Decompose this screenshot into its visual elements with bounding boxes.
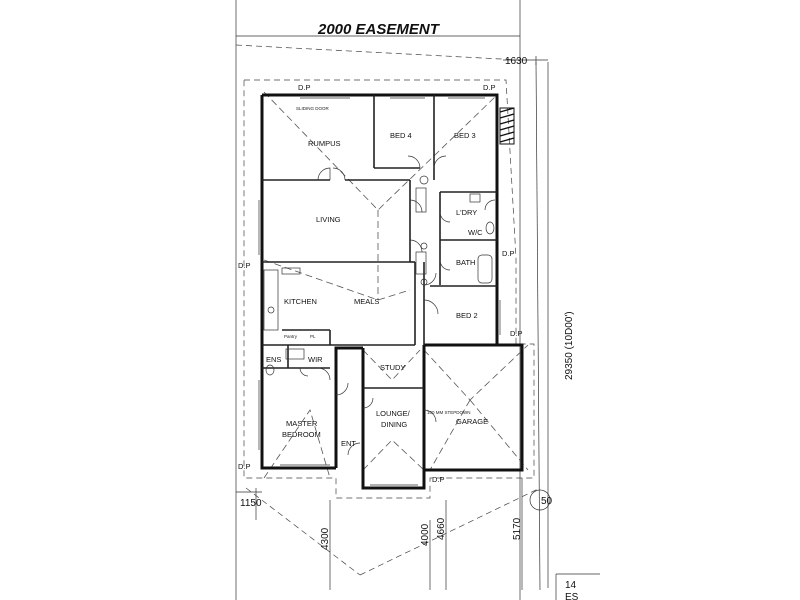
room-lounge-line2: DINING bbox=[381, 420, 407, 429]
roof-hip-lines bbox=[263, 91, 529, 479]
room-meals: MEALS bbox=[354, 297, 379, 306]
dim-top-right: 1630 bbox=[505, 56, 528, 67]
roof-outline bbox=[243, 79, 535, 499]
room-bed4: BED 4 bbox=[390, 131, 412, 140]
dp-marker-6: D.P bbox=[238, 462, 251, 471]
dimension-lines bbox=[236, 62, 551, 590]
ens-vanity-icon bbox=[285, 348, 305, 360]
dp-marker-5: D.P bbox=[510, 329, 523, 338]
title-block-fragment: 14 ES bbox=[555, 573, 600, 600]
room-bed2: BED 2 bbox=[456, 311, 478, 320]
dp-marker-2: D.P bbox=[483, 83, 496, 92]
room-labels: RUMPUS BED 4 BED 3 LIVING L'DRY W/C BATH… bbox=[266, 131, 488, 448]
bath-tub-icon bbox=[477, 254, 493, 284]
sink-icon bbox=[267, 306, 275, 314]
room-wc: W/C bbox=[468, 228, 483, 237]
dp-marker-4: D.P bbox=[502, 249, 515, 258]
room-lounge-line1: LOUNGE/ bbox=[376, 409, 411, 418]
internal-walls bbox=[262, 95, 497, 389]
sliding-door-note: SLIDING DOOR bbox=[296, 106, 330, 111]
laundry-trough-icon bbox=[469, 193, 481, 203]
bearing-circle bbox=[529, 489, 551, 511]
room-ens: ENS bbox=[266, 355, 281, 364]
room-master-line2: BEDROOM bbox=[282, 430, 321, 439]
corner-fragment-line2: ES bbox=[565, 592, 579, 600]
room-rumpus: RUMPUS bbox=[308, 139, 341, 148]
linen-cupboard-icon bbox=[415, 187, 427, 213]
dp-marker-1: D.P bbox=[298, 83, 311, 92]
dim-depth: 29350 (10D00') bbox=[564, 311, 575, 380]
hatched-unit bbox=[499, 107, 515, 145]
kitchen-island-icon bbox=[281, 267, 301, 275]
wc-toilet-icon bbox=[485, 221, 495, 235]
corner-fragment-line1: 14 bbox=[565, 580, 577, 591]
dim-4660: 4660 bbox=[436, 517, 447, 540]
room-bed3: BED 3 bbox=[454, 131, 476, 140]
hall-fixture-icon bbox=[420, 242, 428, 250]
room-bath: BATH bbox=[456, 258, 475, 267]
dim-5170: 5170 bbox=[512, 517, 523, 540]
door-swings bbox=[299, 155, 496, 456]
pantry-short-label: PL bbox=[310, 334, 316, 339]
room-entry: ENT bbox=[341, 439, 356, 448]
pantry-label: Pantry bbox=[284, 334, 298, 339]
room-living: LIVING bbox=[316, 215, 341, 224]
dp-marker-3: D.P bbox=[238, 261, 251, 270]
room-wir: WIR bbox=[308, 355, 323, 364]
room-laundry: L'DRY bbox=[456, 208, 477, 217]
dim-bearing: 50 bbox=[541, 496, 553, 507]
dimension-labels: 1630 29350 (10D00') 1150 4300 4000 4660 … bbox=[240, 56, 575, 550]
kitchen-bench-icon bbox=[263, 269, 279, 331]
dim-4000: 4000 bbox=[420, 523, 431, 546]
step-down-note: 100 MM STEPDOWN bbox=[427, 410, 471, 415]
room-master-line1: MASTER bbox=[286, 419, 318, 428]
plan-notes: SLIDING DOOR 100 MM STEPDOWN D.P D.P D.P… bbox=[238, 83, 523, 484]
dim-left-setback: 1150 bbox=[240, 498, 262, 509]
kitchen-fixture-icon bbox=[420, 278, 428, 286]
hall-cupboard-icon bbox=[415, 251, 427, 275]
boundary-lines bbox=[235, 0, 548, 600]
dim-4300: 4300 bbox=[320, 527, 331, 550]
ens-toilet-icon bbox=[265, 364, 275, 376]
fixtures bbox=[263, 175, 495, 376]
room-study: STUDY bbox=[380, 363, 405, 372]
laundry-machine-icon bbox=[419, 175, 429, 185]
easement-title: 2000 EASEMENT bbox=[317, 21, 441, 38]
room-garage: GARAGE bbox=[456, 417, 488, 426]
room-kitchen: KITCHEN bbox=[284, 297, 317, 306]
dp-marker-7: D.P bbox=[432, 475, 445, 484]
windows bbox=[258, 97, 501, 486]
